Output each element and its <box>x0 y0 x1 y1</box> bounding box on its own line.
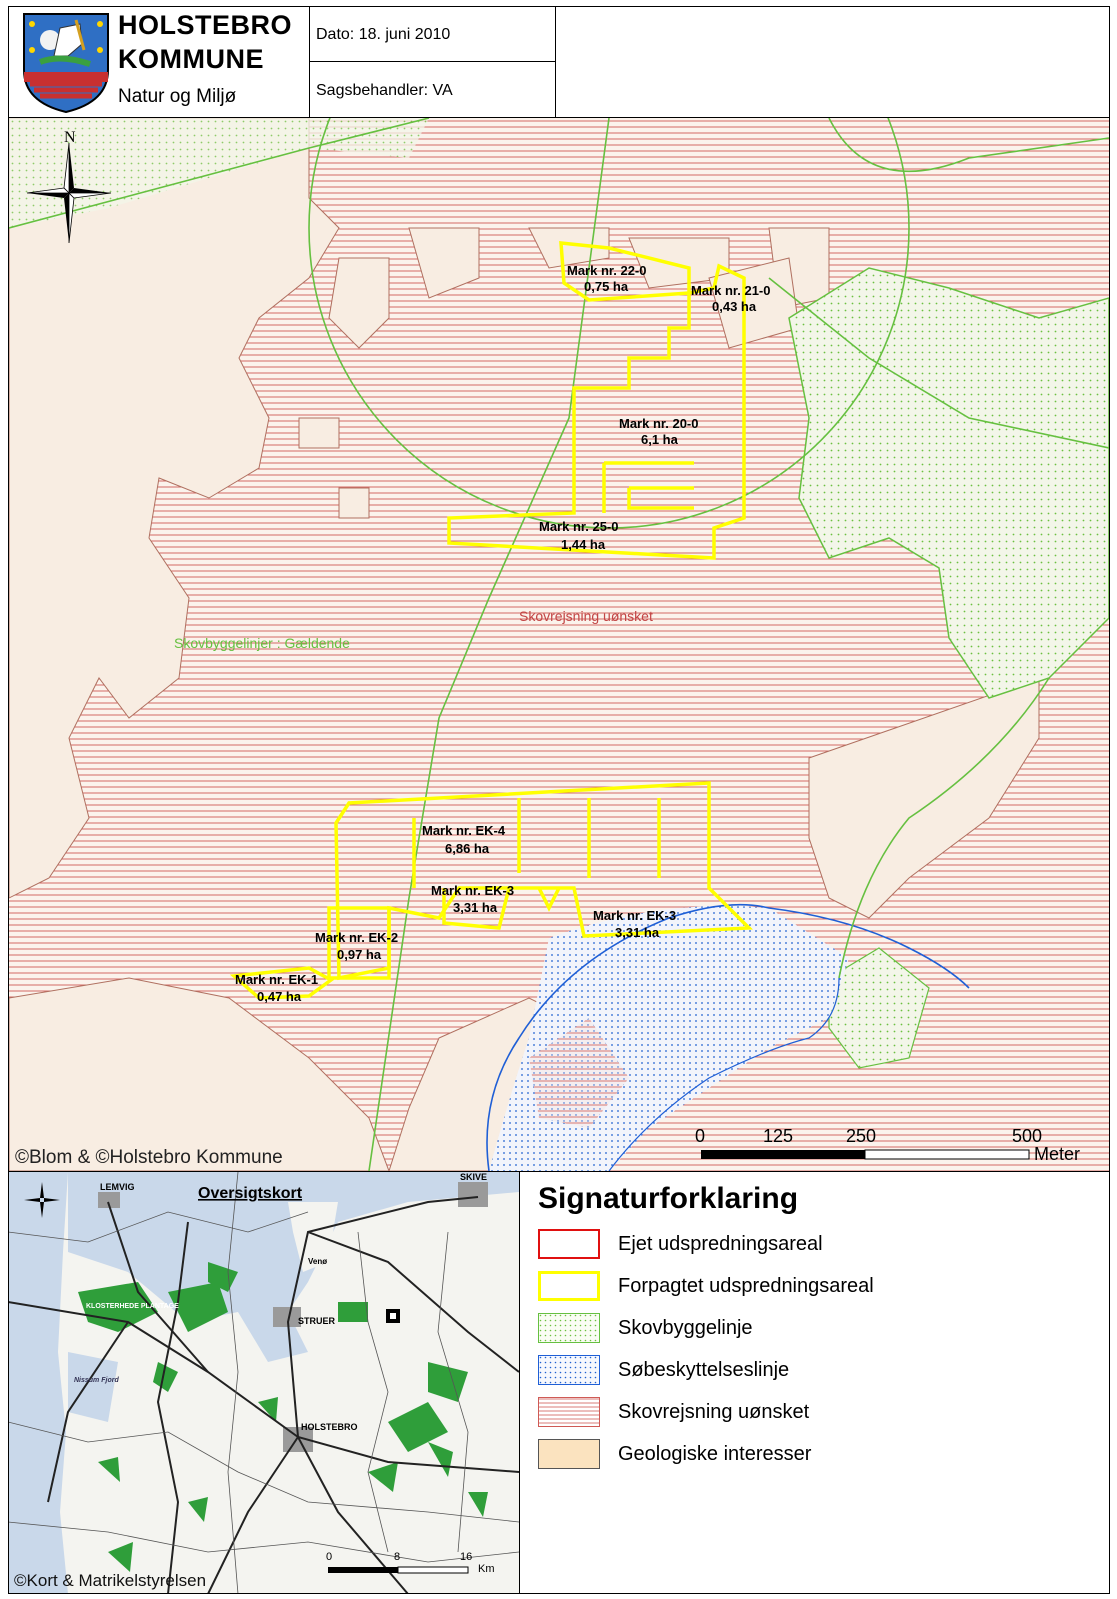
legend: Signaturforklaring Ejet udspredningsarea… <box>520 1172 1110 1594</box>
bottom-panel: 0 8 16 Km LEMVIG STRUER HOLSTEBRO SKIVE … <box>8 1171 1110 1594</box>
yellow-outline-swatch-icon <box>538 1271 600 1301</box>
field-ek1-name: Mark nr. EK-1 <box>235 972 318 987</box>
label-skovrejsning: Skovrejsning uønsket <box>519 608 653 624</box>
overview-scale-bar: 0 8 16 Km <box>326 1551 495 1575</box>
blue-dot-swatch-icon <box>538 1355 600 1385</box>
field-ek2-name: Mark nr. EK-2 <box>315 930 398 945</box>
field-ek3a-name: Mark nr. EK-3 <box>431 883 514 898</box>
field-25-area: 1,44 ha <box>561 537 606 552</box>
geology-area-east <box>808 677 1040 919</box>
scale-tick-250: 250 <box>846 1126 876 1146</box>
field-ek2-area: 0,97 ha <box>337 947 382 962</box>
overview-scale-tick-8: 8 <box>394 1551 400 1563</box>
red-outline-swatch-icon <box>538 1229 600 1259</box>
scale-tick-0: 0 <box>695 1126 705 1146</box>
field-labels: Mark nr. 22-0 0,75 ha Mark nr. 21-0 0,43… <box>235 263 771 1004</box>
legend-item-skovrejsning: Skovrejsning uønsket <box>538 1397 1098 1431</box>
label-skovbyggelinjer: Skovbyggelinjer : Gældende <box>174 635 350 651</box>
scale-tick-500: 500 <box>1012 1126 1042 1146</box>
legend-item-leased: Forpagtet udspredningsareal <box>538 1271 1098 1305</box>
legend-label-owned: Ejet udspredningsareal <box>618 1233 823 1255</box>
geology-area-southwest <box>9 977 390 1171</box>
green-dot-swatch-icon <box>538 1313 600 1343</box>
map-copyright: ©Blom & ©Holstebro Kommune <box>15 1147 283 1168</box>
overview-scale-tick-16: 16 <box>460 1551 472 1563</box>
tan-fill-swatch-icon <box>538 1439 600 1469</box>
sobeskyttelseslinje <box>486 903 970 1171</box>
field-ek3b-area: 3,31 ha <box>615 925 660 940</box>
legend-item-geologi: Geologiske interesser <box>538 1439 1098 1473</box>
town-nissum-fjord: Nissum Fjord <box>74 1377 119 1384</box>
town-struer: STRUER <box>298 1316 336 1326</box>
department-name: Natur og Miljø <box>118 86 237 107</box>
town-veno: Venø <box>308 1257 327 1266</box>
holstebro-crest-icon <box>23 13 109 114</box>
field-ek3b-name: Mark nr. EK-3 <box>593 908 676 923</box>
scale-unit: Meter <box>1034 1144 1080 1164</box>
case-officer: Sagsbehandler: VA <box>316 82 453 99</box>
geology-area-west <box>9 118 340 899</box>
overview-copyright: ©Kort & Matrikelstyrelsen <box>14 1571 206 1590</box>
legend-title: Signaturforklaring <box>538 1182 799 1215</box>
town-holstebro: HOLSTEBRO <box>301 1422 358 1432</box>
map-date: Dato: 18. juni 2010 <box>310 6 556 62</box>
overview-north-arrow-icon <box>24 1182 60 1218</box>
page-frame <box>8 6 1110 1594</box>
main-map[interactable]: N Skovrejsning uønsket Skovbyggelinjer :… <box>9 118 1109 1171</box>
org-name-line2: KOMMUNE <box>118 44 264 74</box>
north-arrow-icon <box>26 142 112 244</box>
field-21-name: Mark nr. 21-0 <box>691 283 771 298</box>
skovbyggelinje-zone-southeast <box>828 947 930 1069</box>
north-label: N <box>64 129 76 146</box>
skovbyggelinje-zone-east <box>788 267 1109 699</box>
map-header: HOLSTEBRO KOMMUNE Natur og Miljø Dato: 1… <box>8 6 1110 118</box>
scale-bar: 0 125 250 500 Meter <box>695 1126 1080 1164</box>
sobeskyttelseslinje-inner <box>608 977 840 1171</box>
field-22-name: Mark nr. 22-0 <box>567 263 647 278</box>
main-map-canvas: N Skovrejsning uønsket Skovbyggelinjer :… <box>9 118 1109 1171</box>
legend-item-owned: Ejet udspredningsareal <box>538 1229 1098 1263</box>
overview-map[interactable]: 0 8 16 Km LEMVIG STRUER HOLSTEBRO SKIVE … <box>8 1172 520 1594</box>
field-ek1-area: 0,47 ha <box>257 989 302 1004</box>
legend-item-sobeskyttelse: Søbeskyttelseslinje <box>538 1355 1098 1389</box>
scale-tick-125: 125 <box>763 1126 793 1146</box>
red-hatch-swatch-icon <box>538 1397 600 1427</box>
leased-field-outlines <box>229 241 754 1000</box>
legend-label-skovrejsning: Skovrejsning uønsket <box>618 1401 810 1423</box>
org-name-line1: HOLSTEBRO <box>118 10 293 40</box>
field-22-area: 0,75 ha <box>584 279 629 294</box>
field-21-area: 0,43 ha <box>712 299 757 314</box>
legend-label-sobeskyttelse: Søbeskyttelseslinje <box>618 1359 790 1381</box>
overview-scale-tick-0: 0 <box>326 1551 332 1563</box>
header-logo-cell: HOLSTEBRO KOMMUNE Natur og Miljø <box>8 6 310 118</box>
field-ek3a-area: 3,31 ha <box>453 900 498 915</box>
field-25-name: Mark nr. 25-0 <box>539 519 619 534</box>
legend-item-skovbyggelinje: Skovbyggelinje <box>538 1313 1098 1347</box>
skovbyggelinje-lines <box>9 118 1109 1171</box>
field-20-name: Mark nr. 20-0 <box>619 416 699 431</box>
town-klosterhede: KLOSTERHEDE PLANTAGE <box>86 1303 179 1310</box>
field-ek4-area: 6,86 ha <box>445 841 490 856</box>
field-ek4-name: Mark nr. EK-4 <box>422 823 506 838</box>
overview-map-canvas: 0 8 16 Km LEMVIG STRUER HOLSTEBRO SKIVE … <box>8 1172 519 1594</box>
town-lemvig: LEMVIG <box>100 1182 135 1192</box>
legend-label-skovbyggelinje: Skovbyggelinje <box>618 1317 753 1339</box>
sobeskyttelse-overlap <box>529 1018 629 1128</box>
town-skive: SKIVE <box>460 1172 487 1182</box>
legend-label-leased: Forpagtet udspredningsareal <box>618 1275 874 1297</box>
legend-label-geologi: Geologiske interesser <box>618 1443 812 1465</box>
field-20-area: 6,1 ha <box>641 432 679 447</box>
overview-scale-unit: Km <box>478 1563 495 1575</box>
header-meta-cell: Dato: 18. juni 2010 Sagsbehandler: VA <box>310 6 556 118</box>
overview-title: Oversigtskort <box>198 1185 303 1202</box>
